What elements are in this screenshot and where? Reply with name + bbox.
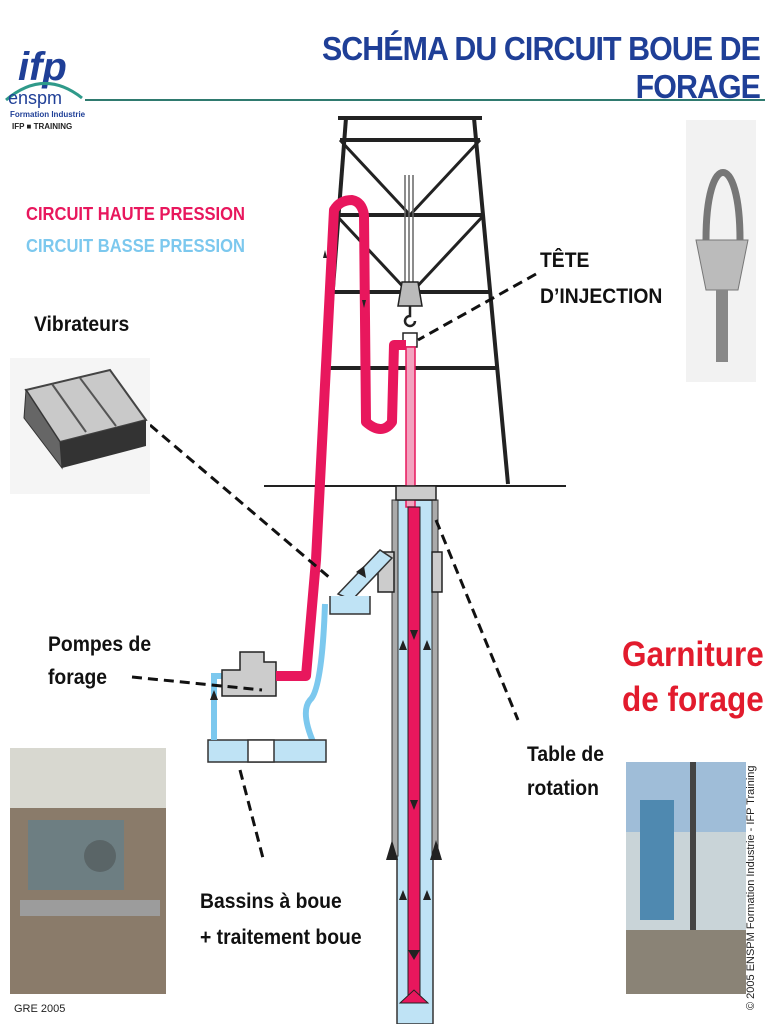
label-pompes-1: Pompes de xyxy=(48,633,152,656)
swivel-photo xyxy=(686,120,756,382)
label-tete-injection-1: TÊTE xyxy=(540,249,590,272)
label-garniture-2: de forage xyxy=(622,680,764,719)
leader-lines xyxy=(131,272,537,863)
label-bassins-1: Bassins à boue xyxy=(200,890,342,913)
label-table-rotation-1: Table de xyxy=(527,743,604,766)
legend-high-pressure: CIRCUIT HAUTE PRESSION xyxy=(26,204,245,224)
kelly xyxy=(405,346,416,508)
drill-string xyxy=(407,506,421,1004)
logo-line1: Formation Industrie xyxy=(10,110,86,119)
mud-pump xyxy=(221,651,277,697)
ifp-logo: ifp xyxy=(4,28,84,138)
label-vibrateurs: Vibrateurs xyxy=(34,313,130,336)
hook xyxy=(403,306,417,328)
footer-code: GRE 2005 xyxy=(14,1003,66,1015)
drill-floor-photo xyxy=(626,762,746,994)
ifp-logo-icon: ifp xyxy=(5,45,83,102)
legend-low-pressure: CIRCUIT BASSE PRESSION xyxy=(26,236,246,256)
svg-text:ifp: ifp xyxy=(18,45,67,89)
high-pressure-line xyxy=(276,195,406,681)
label-table-rotation-2: rotation xyxy=(527,777,599,800)
flow-arrows xyxy=(210,250,442,960)
bop-right xyxy=(431,551,443,593)
shaker-photo xyxy=(10,358,150,494)
suction-line xyxy=(211,673,224,740)
logo-line2: IFP ■ TRAINING xyxy=(12,122,73,131)
logo-name: enspm xyxy=(8,88,63,108)
label-garniture: Garniture de forage xyxy=(622,632,764,722)
mud-pit-divider xyxy=(247,739,275,763)
label-bassins-2: + traitement boue xyxy=(200,926,362,949)
travelling-block xyxy=(397,281,423,307)
drill-bit xyxy=(398,989,430,1004)
return-line xyxy=(302,603,328,746)
label-tete-injection-2: D’INJECTION xyxy=(540,285,663,308)
title-divider xyxy=(85,99,765,101)
pump-photo xyxy=(10,748,166,994)
rotary-table xyxy=(395,485,437,501)
copyright-notice: © 2005 ENSPM Formation Industrie - IFP T… xyxy=(745,765,757,1010)
label-pompes-2: forage xyxy=(48,666,108,689)
label-garniture-1: Garniture xyxy=(622,635,764,674)
shaker-tank xyxy=(329,596,371,615)
page-title: SCHÉMA DU CIRCUIT BOUE DE FORAGE xyxy=(321,30,761,105)
